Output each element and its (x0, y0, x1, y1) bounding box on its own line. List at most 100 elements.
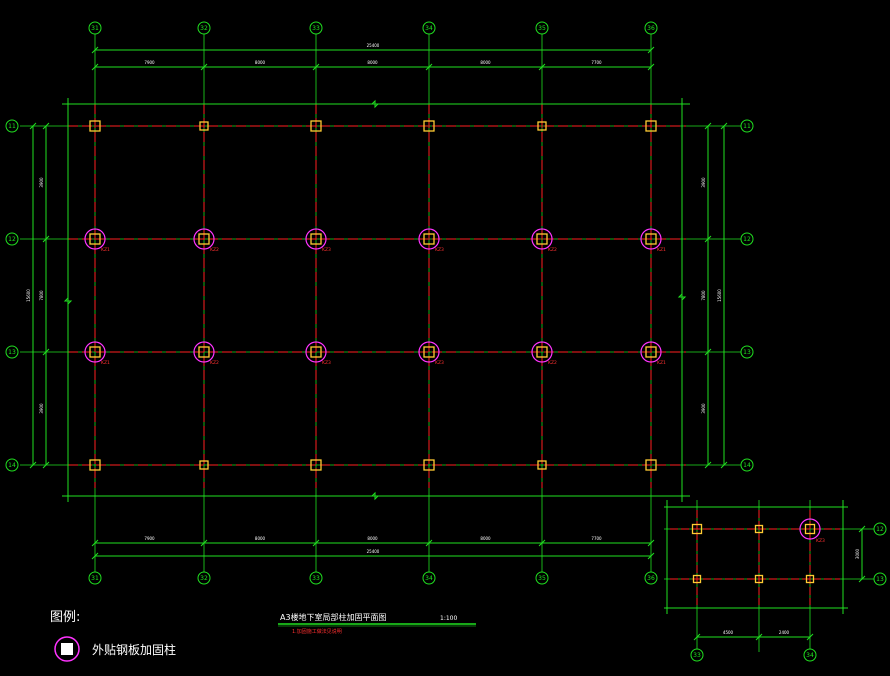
legend-heading: 图例: (50, 610, 80, 625)
reinforce-marker (193, 228, 215, 250)
detail-axis-bubble-right (873, 572, 887, 586)
column-tag: KZ1 (101, 247, 110, 253)
detail-column-box (754, 524, 764, 534)
dim-bottom-total-tick (91, 552, 99, 560)
reinforce-marker (305, 341, 327, 363)
axis-bubble-top (644, 21, 658, 35)
dim-bottom-spacing: 7700 (591, 536, 602, 541)
column-box (645, 346, 657, 358)
break-mark-right (677, 293, 687, 301)
dim-left-total-tick (29, 461, 37, 469)
axis-bubble-bottom (309, 571, 323, 585)
dim-bottom-chain-tick (91, 539, 99, 547)
dim-right-spacing: 3900 (701, 403, 706, 414)
detail-column-box (691, 523, 703, 535)
column-box (199, 460, 209, 470)
title-block: A3楼地下室局部柱加固平面图 1:100 1.加固施工做法见说明 (278, 612, 476, 635)
detail-dim-bottom-1: 4500 (723, 630, 734, 635)
axis-bubble-right (740, 119, 754, 133)
axis-bubble-left-label: 13 (8, 349, 16, 356)
dim-top-spacing: 7700 (591, 60, 602, 65)
detail-reinforce-marker (799, 518, 821, 540)
axis-bubble-bottom (422, 571, 436, 585)
axis-bubble-top (88, 21, 102, 35)
dim-bottom-chain-tick (647, 539, 655, 547)
axis-bubble-top (309, 21, 323, 35)
detail-dim-right-tick (858, 525, 866, 533)
dim-top-spacing: 7900 (144, 60, 155, 65)
column-box (645, 233, 657, 245)
axis-bubble-left-label: 12 (8, 236, 16, 243)
column-box (89, 346, 101, 358)
column-box (89, 233, 101, 245)
axis-bubble-top (197, 21, 211, 35)
reinforce-marker (305, 228, 327, 250)
dim-left-spacing: 7800 (39, 290, 44, 301)
axis-bubble-bottom-label: 34 (425, 575, 433, 582)
reinforce-marker (193, 341, 215, 363)
axis-bubble-top (422, 21, 436, 35)
detail-axis-bubble-right-label: 13 (876, 576, 884, 583)
column-box (199, 121, 209, 131)
axis-bubble-bottom-label: 33 (312, 575, 320, 582)
dim-top-chain-tick (647, 63, 655, 71)
reinforce-marker (531, 341, 553, 363)
dim-bottom-chain-tick (425, 539, 433, 547)
dim-right-spacing: 3900 (701, 177, 706, 188)
detail-axis-bubble-bottom-label: 34 (806, 652, 814, 659)
dim-right-chain-tick (704, 122, 712, 130)
reinforce-marker (84, 341, 106, 363)
dim-top-chain-tick (200, 63, 208, 71)
detail-dim-bottom-2: 2400 (779, 630, 790, 635)
detail-dim-bottom-tick (755, 633, 763, 641)
reinforce-marker (640, 341, 662, 363)
dim-bottom-total: 25400 (367, 549, 380, 554)
dim-bottom-spacing: 7900 (144, 536, 155, 541)
axis-bubble-bottom (197, 571, 211, 585)
column-tag: KZ3 (322, 247, 331, 253)
column-tag: KZ3 (435, 360, 444, 366)
detail-axis-bubble-bottom (690, 648, 704, 662)
column-tag: KZ3 (322, 360, 331, 366)
axis-bubble-bottom (535, 571, 549, 585)
axis-bubble-top-label: 35 (538, 25, 546, 32)
detail-dim-bottom-tick (693, 633, 701, 641)
dim-left-chain-tick (42, 348, 50, 356)
detail-plan-grid-lines: 4500 2400 3000 (664, 500, 878, 652)
column-box (423, 459, 435, 471)
dim-bottom-spacing: 8000 (367, 536, 378, 541)
column-tag: KZ1 (101, 360, 110, 366)
dim-right-chain-tick (704, 235, 712, 243)
axis-bubble-bottom-label: 35 (538, 575, 546, 582)
detail-column-box (754, 574, 764, 584)
dim-top-chain-tick (91, 63, 99, 71)
dim-bottom-spacing: 8000 (480, 536, 491, 541)
axis-bubble-bottom (644, 571, 658, 585)
detail-column-box (804, 523, 816, 535)
column-tag: KZ3 (435, 247, 444, 253)
column-box (536, 233, 548, 245)
column-box (423, 233, 435, 245)
column-box (645, 459, 657, 471)
dim-bottom-chain-tick (312, 539, 320, 547)
detail-dim-right: 3000 (855, 548, 860, 559)
detail-axis-bubble-bottom-label: 33 (693, 652, 701, 659)
reinforce-marker (640, 228, 662, 250)
axis-bubble-right-label: 13 (743, 349, 751, 356)
legend-column-box (61, 643, 73, 655)
dim-top-total-tick (91, 46, 99, 54)
column-box (310, 233, 322, 245)
dim-bottom-chain-tick (538, 539, 546, 547)
axis-bubble-left (5, 119, 19, 133)
column-tag: KZ1 (657, 360, 666, 366)
axis-bubble-right (740, 232, 754, 246)
dim-top-spacing: 8000 (367, 60, 378, 65)
reinforce-marker (418, 341, 440, 363)
column-box (89, 120, 101, 132)
dim-top-chain-tick (538, 63, 546, 71)
dim-right-spacing: 7800 (701, 290, 706, 301)
drawing-title: A3楼地下室局部柱加固平面图 (280, 612, 387, 622)
column-tag: KZ2 (548, 247, 557, 253)
dim-left-spacing: 3900 (39, 177, 44, 188)
